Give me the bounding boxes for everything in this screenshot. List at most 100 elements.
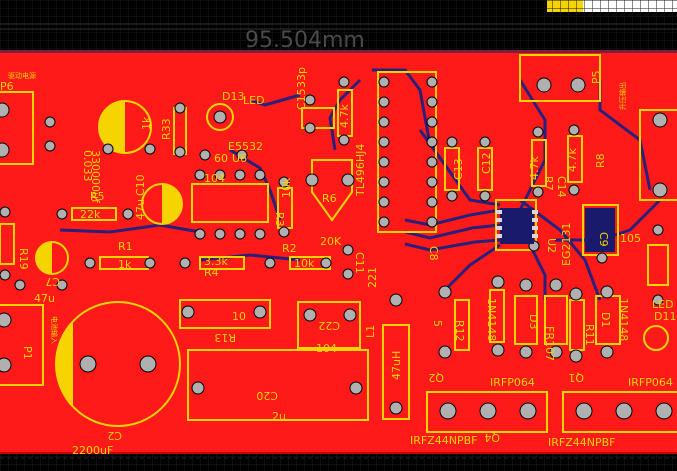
designators: P6 驱动电源 330000uf 0.033 1k R33 D13 LED E5…: [0, 67, 676, 457]
label-c22: C22: [318, 319, 340, 332]
label-d11: D11: [654, 310, 676, 323]
label-221: 221: [366, 267, 379, 288]
label-c20: C20: [256, 389, 278, 402]
label-d1-val: 1N4148: [617, 298, 630, 341]
label-c11: C11: [353, 252, 366, 274]
label-p6: P6: [0, 80, 14, 93]
label-c15-val: 33p: [295, 67, 308, 88]
label-led-right: LED: [652, 298, 674, 311]
label-r5-val: 22k: [80, 208, 101, 221]
label-r19: R19: [17, 248, 30, 270]
label-u6: U6: [232, 152, 247, 165]
r13-outline: [179, 299, 271, 329]
label-c10-val: 47u: [134, 199, 147, 220]
label-tl496: TL496HJ4: [354, 144, 367, 197]
label-c20-val: 2u: [272, 410, 286, 423]
label-irfz44-b: IRFZ44NPBF: [548, 436, 615, 449]
label-r12: R12: [453, 320, 466, 342]
smd-pads: [496, 210, 538, 238]
label-5: 5: [431, 320, 444, 327]
label-e5532: E5532: [228, 140, 263, 153]
label-105: 105: [620, 232, 641, 245]
label-c7-val: 47u: [34, 292, 55, 305]
pads: [0, 76, 673, 420]
p5-outline: [519, 54, 601, 102]
label-c8: C8: [427, 246, 440, 261]
label-r3: R3: [273, 212, 286, 227]
label-r3-val: 10k: [280, 177, 293, 198]
label-r2: R2: [282, 242, 297, 255]
label-d3-val: 1N4148: [485, 298, 498, 341]
u6-outline: [191, 183, 269, 223]
label-u6-val: 60: [214, 152, 228, 165]
label-q1: Q1: [568, 371, 584, 384]
label-l1: L1: [364, 325, 377, 338]
silkscreen: [0, 54, 677, 433]
label-irfp064-a: IRFP064: [490, 376, 535, 389]
label-irfp064-b: IRFP064: [628, 376, 673, 389]
label-r8-val: 4.7k: [566, 148, 579, 172]
right-connector-outline: [639, 109, 677, 201]
label-led-top: LED: [243, 94, 265, 107]
label-u2: U2: [545, 238, 558, 253]
label-1k-top: 1k: [140, 116, 153, 130]
label-c12: C12: [480, 152, 493, 174]
label-r7: R7: [542, 176, 555, 191]
label-r6: R6: [322, 192, 337, 205]
label-eg2131: EG2131: [560, 223, 573, 266]
label-c22-val: 104: [316, 342, 337, 355]
capacitors-polar: [35, 100, 669, 427]
p1-outline: [0, 304, 44, 386]
q1-outline: [562, 391, 677, 433]
c9-smd: [585, 208, 615, 252]
label-cn-b: 电池输入: [50, 316, 59, 344]
p6-outline: [0, 91, 34, 165]
label-c7: C7: [45, 275, 60, 288]
label-r13: R13: [214, 331, 236, 344]
label-104-top: 104: [204, 172, 225, 185]
label-r11: R11: [583, 324, 596, 346]
label-r6-val: 20K: [320, 235, 342, 248]
label-cn-c: 升压输出: [618, 82, 627, 110]
label-d3: D3: [527, 314, 540, 329]
label-r5: R5: [90, 190, 105, 203]
l1-outline: [382, 324, 410, 420]
label-c13: C13: [452, 158, 465, 180]
label-c10: C10: [134, 174, 147, 196]
label-10: 10: [232, 310, 246, 323]
label-fr107: FR107: [543, 326, 556, 361]
label-47k-a: 4.7k: [338, 104, 351, 128]
label-r8: R8: [594, 153, 607, 168]
label-r1: R1: [118, 240, 133, 253]
label-d13: D13: [222, 90, 244, 103]
label-l1-val: 47uH: [390, 351, 403, 380]
label-c15: C15: [295, 88, 308, 110]
tl496-outline: [377, 71, 437, 233]
label-r2-val: 10k: [294, 257, 315, 270]
label-cn-a: 驱动电源: [8, 71, 36, 80]
label-c14: C14: [555, 176, 568, 198]
label-r1-val: 1k: [118, 258, 132, 271]
c22-outline: [297, 301, 361, 349]
label-r33: R33: [160, 118, 173, 140]
label-d1: D1: [599, 312, 612, 327]
label-47k-b: 4.7k: [528, 156, 541, 180]
label-r4: R4: [204, 266, 219, 279]
label-p1: P1: [21, 346, 34, 360]
label-c9: C9: [597, 232, 610, 247]
q2-outline: [426, 391, 548, 433]
label-033: 0.033: [81, 150, 94, 182]
label-c2-val: 2200uF: [72, 444, 113, 457]
label-c2: C2: [107, 429, 122, 442]
label-irfz44-a: IRFZ44NPBF: [410, 434, 477, 447]
dimension-readout: 95.504mm: [245, 28, 365, 53]
label-r4-val: 3.3k: [204, 255, 228, 268]
u2-chip: [500, 208, 534, 244]
label-q2: Q2: [428, 371, 444, 384]
c20-outline: [187, 349, 369, 421]
label-c3: 330000uf: [89, 150, 102, 204]
label-p5: P5: [590, 70, 603, 84]
label-q4: Q4: [484, 431, 500, 444]
